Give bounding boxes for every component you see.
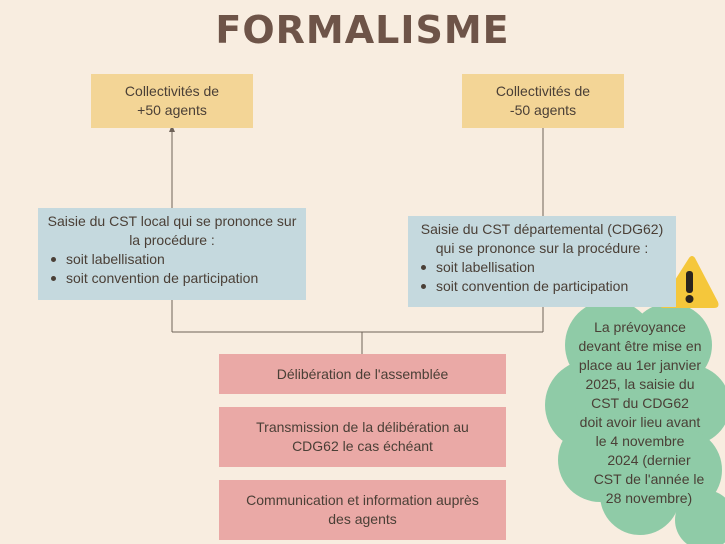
box-under-50-line1: Collectivités de bbox=[495, 83, 591, 99]
warning-note: La prévoyance devant être mise en place … bbox=[560, 318, 720, 508]
cst-local-item-labellisation: soit labellisation bbox=[51, 250, 300, 269]
cst-dep-item-labellisation: soit labellisation bbox=[421, 258, 670, 277]
note-line-6: doit avoir lieu avant bbox=[579, 414, 701, 430]
cst-dep-header2: qui se prononce sur la procédure : bbox=[435, 240, 649, 256]
box-over-50-line1: Collectivités de bbox=[124, 83, 220, 99]
cst-local-list: soit labellisation soit convention de pa… bbox=[44, 250, 300, 288]
cst-dep-item-convention: soit convention de participation bbox=[421, 277, 670, 296]
cst-local-item-convention: soit convention de participation bbox=[51, 269, 300, 288]
box-cst-local: Saisie du CST local qui se prononce sur … bbox=[38, 208, 306, 300]
box-over-50-agents: Collectivités de +50 agents bbox=[91, 74, 253, 128]
step-communication: Communication et information auprès des … bbox=[219, 480, 506, 540]
note-line-5: CST du CDG62 bbox=[591, 395, 689, 411]
note-line-8: 2024 (dernier bbox=[607, 452, 691, 468]
box-cst-departemental: Saisie du CST départemental (CDG62) qui … bbox=[408, 216, 676, 307]
cloud-shape bbox=[545, 300, 725, 544]
note-line-3: place au 1er janvier bbox=[578, 357, 702, 373]
box-under-50-agents: Collectivités de -50 agents bbox=[462, 74, 624, 128]
cst-local-header2: la procédure : bbox=[129, 232, 215, 248]
note-line-2: devant être mise en bbox=[578, 338, 702, 354]
note-line-4: 2025, la saisie du bbox=[585, 376, 695, 392]
step-communication-line1: Communication et information auprès bbox=[246, 492, 479, 508]
note-line-7: le 4 novembre bbox=[595, 433, 685, 449]
step-transmission: Transmission de la délibération au CDG62… bbox=[219, 407, 506, 467]
cst-local-header1: Saisie du CST local qui se prononce sur bbox=[47, 213, 297, 229]
page-title: FORMALISME bbox=[215, 8, 510, 52]
step-transmission-line2: CDG62 le cas échéant bbox=[292, 438, 433, 454]
note-line-9: CST de l'année le bbox=[593, 471, 705, 487]
step-deliberation-text: Délibération de l'assemblée bbox=[276, 365, 449, 382]
box-under-50-line2: -50 agents bbox=[509, 102, 577, 118]
cst-dep-list: soit labellisation soit convention de pa… bbox=[414, 258, 670, 296]
arrowhead-left bbox=[169, 125, 175, 132]
box-over-50-line2: +50 agents bbox=[137, 102, 207, 118]
note-line-1: La prévoyance bbox=[594, 319, 686, 335]
note-line-10: 28 novembre) bbox=[605, 490, 693, 506]
step-communication-line2: des agents bbox=[328, 511, 397, 527]
step-transmission-line1: Transmission de la délibération au bbox=[256, 419, 469, 435]
cst-dep-header1: Saisie du CST départemental (CDG62) bbox=[420, 221, 664, 237]
step-deliberation: Délibération de l'assemblée bbox=[219, 354, 506, 394]
